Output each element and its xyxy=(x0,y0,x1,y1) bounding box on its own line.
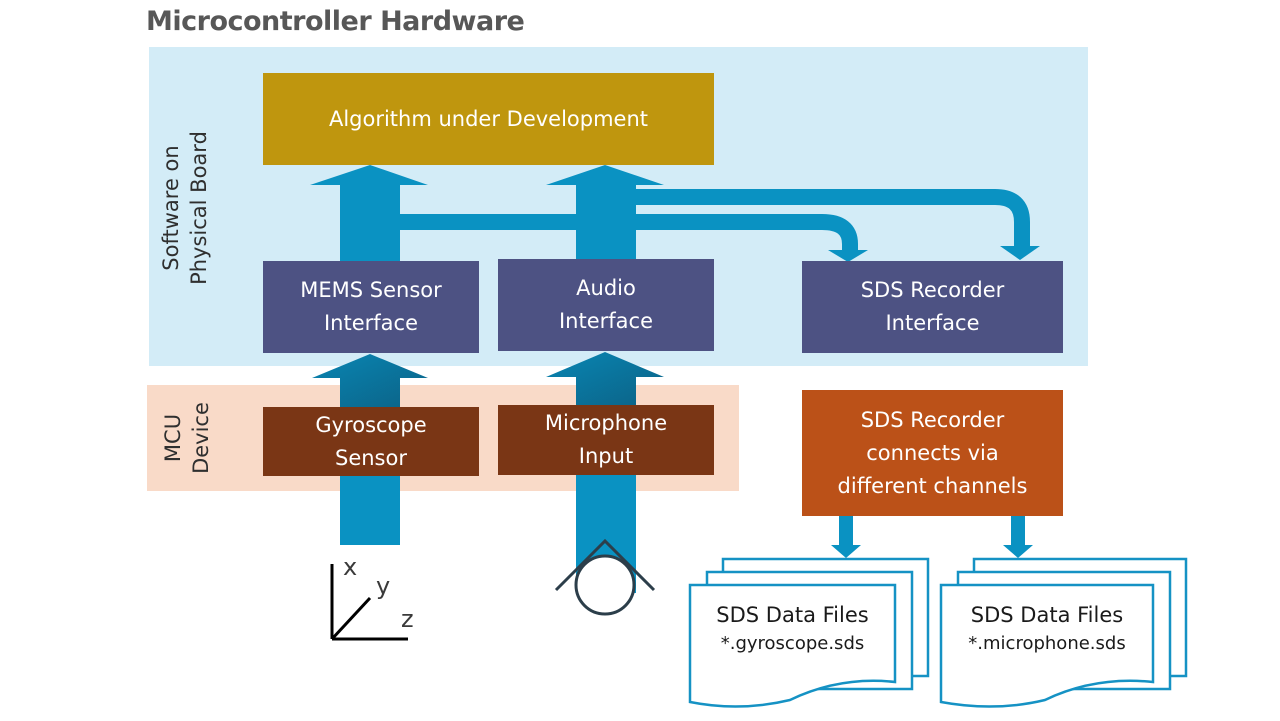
file-stack-microphone xyxy=(939,557,1188,708)
sds-recorder-box: SDS Recorder connects via different chan… xyxy=(802,390,1063,516)
arrow-mems-to-algorithm xyxy=(310,165,428,261)
microphone-files-pattern: *.microphone.sds xyxy=(968,633,1126,654)
audio-interface-box: Audio Interface xyxy=(498,259,714,351)
axis-label-y: y xyxy=(376,572,391,600)
axis-label-z: z xyxy=(401,605,414,633)
microphone-icon xyxy=(554,538,656,616)
arrow-head-mems-sds xyxy=(828,250,868,262)
diagram-title: Microcontroller Hardware xyxy=(146,6,525,37)
sds-recorder-interface-box: SDS Recorder Interface xyxy=(802,261,1063,353)
xyz-axes-icon xyxy=(330,564,408,641)
microphone-files-heading: SDS Data Files xyxy=(970,603,1124,627)
mems-sensor-interface-box: MEMS Sensor Interface xyxy=(263,261,479,353)
arrow-recorder-to-mic-files xyxy=(1003,516,1033,558)
gyroscope-files-pattern: *.gyroscope.sds xyxy=(720,633,865,654)
gyroscope-sensor-box: Gyroscope Sensor xyxy=(263,407,479,476)
arrow-head-audio-sds xyxy=(1000,246,1040,260)
arrow-mems-to-sds-recorder xyxy=(400,214,858,250)
gyroscope-files-heading: SDS Data Files xyxy=(716,603,869,627)
arrow-audio-to-sds-recorder xyxy=(636,189,1030,246)
axis-label-x: x xyxy=(343,553,358,581)
microphone-input-box: Microphone Input xyxy=(498,405,714,475)
file-stack-gyroscope xyxy=(688,557,930,708)
algorithm-box: Algorithm under Development xyxy=(263,73,714,165)
arrow-audio-to-algorithm xyxy=(546,165,664,259)
arrow-recorder-to-gyro-files xyxy=(831,516,861,558)
gyroscope-files-label: SDS Data Files *.gyroscope.sds xyxy=(690,600,895,658)
microphone-files-label: SDS Data Files *.microphone.sds xyxy=(941,600,1153,658)
